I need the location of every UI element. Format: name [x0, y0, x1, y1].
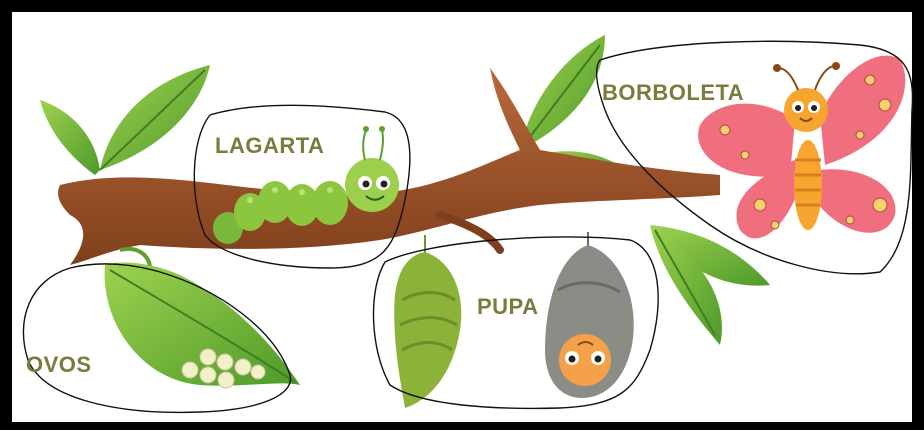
label-borboleta: BORBOLETA — [602, 80, 744, 106]
label-ovos: OVOS — [26, 352, 92, 378]
label-lagarta: LAGARTA — [215, 133, 324, 159]
label-pupa: PUPA — [477, 294, 539, 320]
